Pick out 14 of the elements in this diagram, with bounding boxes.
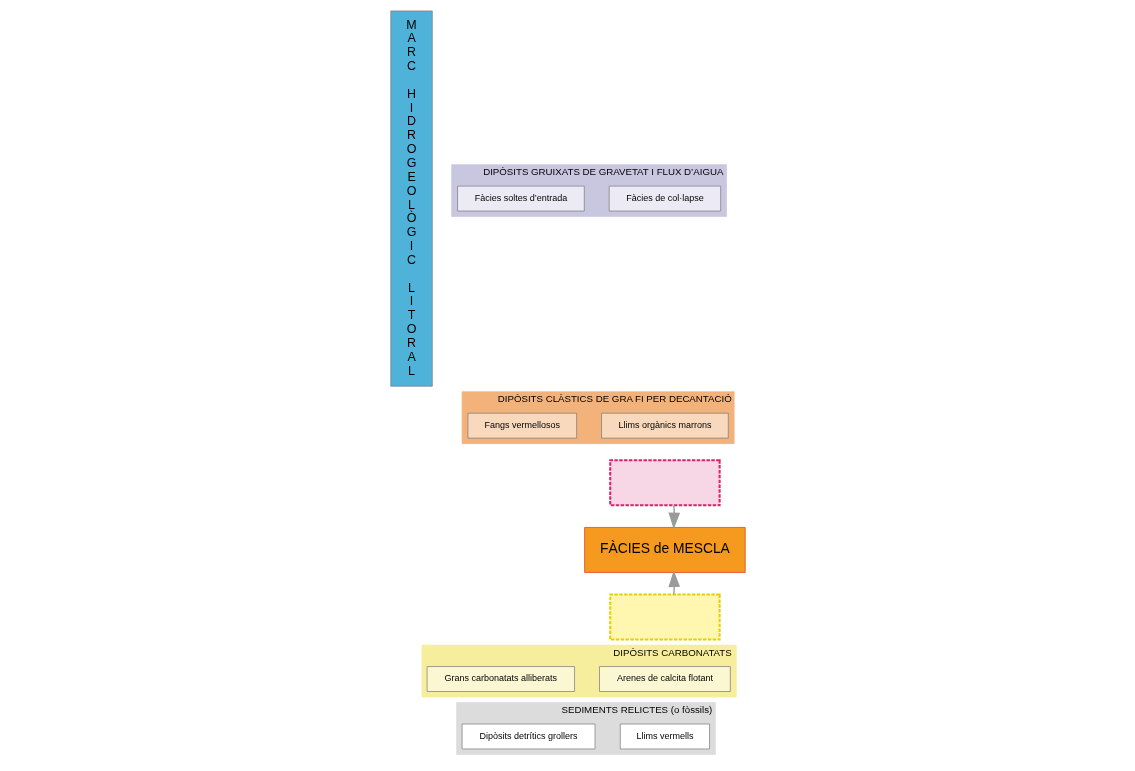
node-box: Dipòsits detrítics grollers: [461, 723, 595, 750]
node-box: Fàcies de col·lapse: [608, 185, 721, 212]
node-box: Fàcies soltes d’entrada: [456, 185, 585, 212]
node-box: Arenes de calcita flotant: [598, 666, 731, 692]
node-box: Grans carbonatats alliberats: [426, 666, 575, 692]
node-box: [608, 459, 721, 507]
node-box: FÀCIES de MESCLA: [583, 527, 746, 573]
arrow: [667, 570, 680, 596]
node-box: MARC HIDROGEOLÒGIC LITORAL: [389, 10, 433, 387]
node-box: Fangs vermellosos: [467, 412, 577, 439]
node-box: Llims vermells: [619, 723, 710, 750]
arrow: [667, 504, 680, 530]
node-box: Llims orgànics marrons: [600, 412, 729, 439]
node-box: [608, 593, 721, 641]
